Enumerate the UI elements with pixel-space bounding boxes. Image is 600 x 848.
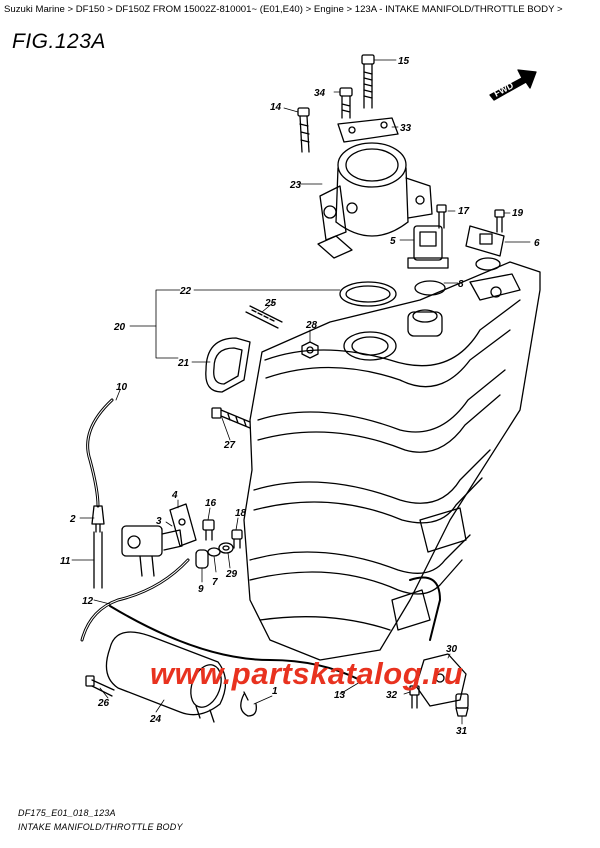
breadcrumb: Suzuki Marine > DF150 > DF150Z FROM 1500… xyxy=(4,4,596,15)
valve-3-icon xyxy=(121,525,183,577)
bracket-4-icon xyxy=(169,503,197,547)
callout-1[interactable]: 1 xyxy=(272,686,278,697)
figure-caption: INTAKE MANIFOLD/THROTTLE BODY xyxy=(18,822,183,832)
callout-19[interactable]: 19 xyxy=(512,208,524,219)
callout-labels: 1 2 3 4 5 6 7 8 9 10 11 12 13 14 15 16 1… xyxy=(60,56,540,737)
breadcrumb-separator: > xyxy=(305,4,312,15)
callout-18[interactable]: 18 xyxy=(235,508,247,519)
bolt-32-icon xyxy=(409,685,420,709)
hose-icon xyxy=(109,605,361,681)
o-ring-8-icon xyxy=(414,280,446,296)
callout-3[interactable]: 3 xyxy=(156,516,162,527)
callout-9[interactable]: 9 xyxy=(198,584,204,595)
callout-25[interactable]: 25 xyxy=(264,298,277,309)
callout-4[interactable]: 4 xyxy=(171,490,178,501)
figure-title: FIG.123A xyxy=(12,30,106,53)
callout-10[interactable]: 10 xyxy=(116,382,128,393)
stud-25-icon xyxy=(245,305,283,329)
callout-16[interactable]: 16 xyxy=(205,498,217,509)
callout-6[interactable]: 6 xyxy=(534,238,540,249)
breadcrumb-separator: > xyxy=(107,4,113,15)
grommet-9-icon xyxy=(195,549,209,569)
throttle-body-icon xyxy=(317,142,433,259)
callout-5[interactable]: 5 xyxy=(390,236,396,247)
hose-icon xyxy=(409,576,441,641)
washer-29-icon xyxy=(218,542,234,554)
callout-20[interactable]: 20 xyxy=(113,322,126,333)
breadcrumb-separator: > xyxy=(346,4,353,15)
bolt-16-icon xyxy=(202,519,215,541)
hose-10-icon xyxy=(86,398,114,508)
callout-7[interactable]: 7 xyxy=(212,577,218,588)
bolt-15-icon xyxy=(361,54,375,109)
callout-27[interactable]: 27 xyxy=(223,440,236,451)
intake-manifold-icon xyxy=(243,261,541,661)
breadcrumb-item[interactable]: 123A - INTAKE MANIFOLD/THROTTLE BODY xyxy=(354,4,555,15)
bolt-18-icon xyxy=(231,529,243,549)
breadcrumb-separator: > xyxy=(67,4,74,15)
callout-21[interactable]: 21 xyxy=(177,358,190,369)
breadcrumb-item[interactable]: DF150 xyxy=(75,4,105,15)
clip-1-icon xyxy=(240,691,257,717)
callout-12[interactable]: 12 xyxy=(82,596,94,607)
bolt-17-icon xyxy=(436,204,447,229)
breadcrumb-item[interactable]: DF150Z FROM 15002Z-810001~ (E01,E40) xyxy=(115,4,303,15)
callout-14[interactable]: 14 xyxy=(270,102,282,113)
callout-30[interactable]: 30 xyxy=(446,644,458,655)
sensor-5-icon xyxy=(407,225,449,269)
leader-lines xyxy=(71,59,531,725)
callout-26[interactable]: 26 xyxy=(97,698,110,709)
gasket-33-icon xyxy=(337,117,399,143)
joint-2-icon xyxy=(91,505,105,533)
breadcrumb-separator: > xyxy=(556,4,563,15)
callout-32[interactable]: 32 xyxy=(386,690,398,701)
sensor-6-icon xyxy=(465,225,505,257)
gasket-22-icon xyxy=(339,281,397,307)
gasket-21-icon xyxy=(205,337,251,393)
callout-13[interactable]: 13 xyxy=(334,690,346,701)
callout-29[interactable]: 29 xyxy=(225,569,238,580)
figure-code: DF175_E01_018_123A xyxy=(18,808,116,818)
callout-17[interactable]: 17 xyxy=(458,206,470,217)
breadcrumb-item[interactable]: Suzuki Marine xyxy=(4,4,65,15)
watermark: www.partskatalog.ru xyxy=(150,656,464,691)
bolt-19-icon xyxy=(494,209,505,233)
callout-11[interactable]: 11 xyxy=(60,556,71,567)
bolt-14-icon xyxy=(297,107,310,153)
hose-12-icon xyxy=(80,558,190,642)
callout-22[interactable]: 22 xyxy=(179,286,192,297)
nut-31-icon xyxy=(455,693,469,717)
hose-11-icon xyxy=(93,531,103,589)
callout-34[interactable]: 34 xyxy=(314,88,326,99)
callout-15[interactable]: 15 xyxy=(398,56,410,67)
bolt-34-icon xyxy=(339,87,353,119)
callout-28[interactable]: 28 xyxy=(305,320,318,331)
breadcrumb-item[interactable]: Engine xyxy=(313,4,344,15)
bolt-27-icon xyxy=(211,407,251,429)
o-ring-icon xyxy=(475,257,501,271)
callout-8[interactable]: 8 xyxy=(458,279,464,290)
fwd-arrow-icon: FWD xyxy=(489,69,537,101)
callout-2[interactable]: 2 xyxy=(69,514,76,525)
resonator-24-icon xyxy=(105,631,227,723)
callout-23[interactable]: 23 xyxy=(289,180,302,191)
callout-31[interactable]: 31 xyxy=(456,726,468,737)
callout-33[interactable]: 33 xyxy=(400,123,412,134)
collar-7-icon xyxy=(207,547,221,557)
callout-24[interactable]: 24 xyxy=(149,714,162,725)
